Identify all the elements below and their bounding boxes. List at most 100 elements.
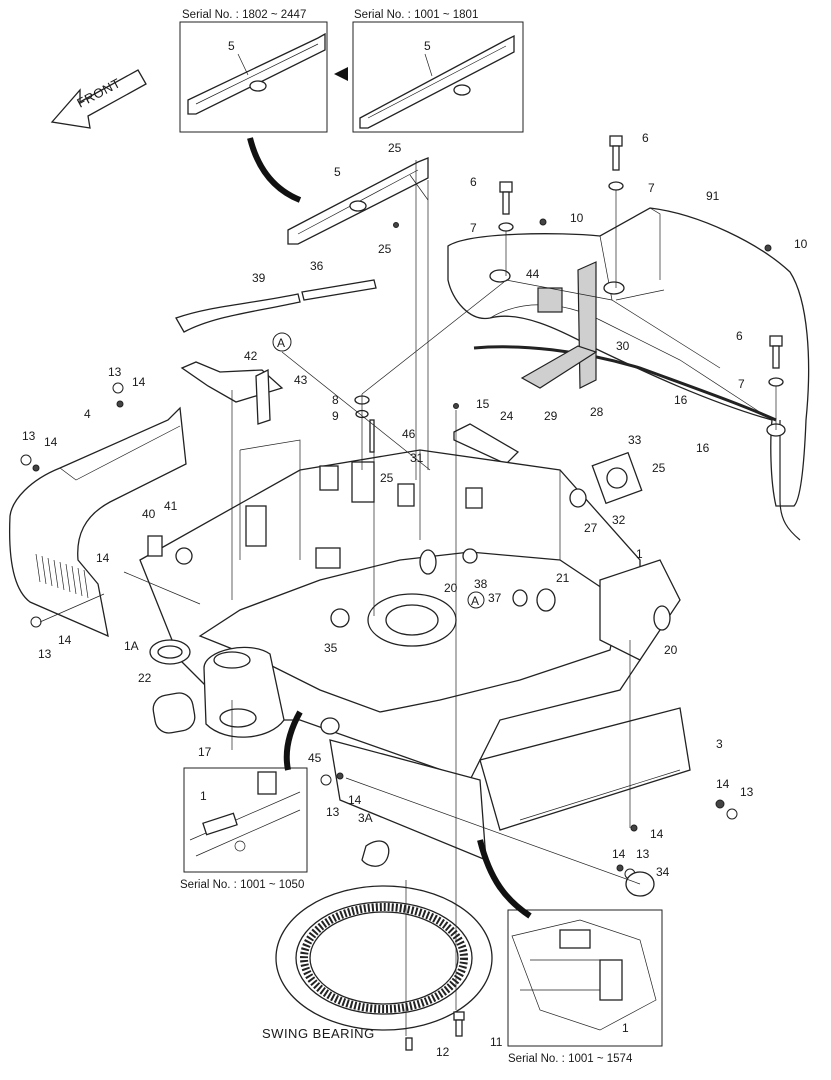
part-label-42: 42 <box>244 349 258 363</box>
part-43-bracket <box>255 368 271 425</box>
part-31-bracket <box>397 483 415 507</box>
part-label-38: 38 <box>474 577 488 591</box>
screw-14-f <box>630 824 638 832</box>
part-label-46: 46 <box>402 427 416 441</box>
screw-14-b <box>32 464 40 472</box>
serial-caption-top-right: Serial No. : 1001 ~ 1801 <box>354 9 478 21</box>
part-24-bracket <box>453 423 520 465</box>
inset-box-top-left <box>179 21 328 133</box>
front-arrow-icon <box>50 69 147 129</box>
part-label-3: 3 <box>716 737 723 751</box>
part-label-37: 37 <box>488 591 502 605</box>
part-label-36: 36 <box>310 259 324 273</box>
part-label-14-e: 14 <box>716 777 730 791</box>
part-label-6-c: 6 <box>736 329 743 343</box>
part-35-grommet <box>330 608 350 628</box>
part-label-14-a: 14 <box>132 375 146 389</box>
part-label-39: 39 <box>252 271 266 285</box>
part-label-13-d: 13 <box>740 785 754 799</box>
part-label-44: 44 <box>526 267 540 281</box>
callout-a-frame <box>467 591 485 609</box>
part-45-grommet <box>320 717 340 735</box>
curve-arrow-bottom-right <box>477 839 532 919</box>
serial-caption-bottom-left: Serial No. : 1001 ~ 1050 <box>180 879 304 891</box>
screw-14-h <box>336 772 344 780</box>
part-label-7-a: 7 <box>470 221 477 235</box>
part-label-30: 30 <box>616 339 630 353</box>
inset-box-bottom-left <box>183 767 308 873</box>
part-3a-cover <box>361 840 390 867</box>
part-label-13-a: 13 <box>108 365 122 379</box>
part-91-counterweight <box>447 207 810 541</box>
part-label-5: 5 <box>334 165 341 179</box>
cap-13-a <box>112 382 124 394</box>
arrow-triangle-icon <box>334 67 348 81</box>
screw-14-g <box>616 864 624 872</box>
part-label-11: 11 <box>490 1035 503 1049</box>
part-label-91: 91 <box>706 189 720 203</box>
curve-arrow-top <box>247 137 302 203</box>
leader-lines <box>39 160 665 1036</box>
part-label-1-inset-left: 1 <box>200 789 207 803</box>
part-38-grommet <box>419 549 437 575</box>
part-4-side-cover <box>8 406 187 638</box>
washer-7-b <box>608 181 624 191</box>
part-label-14-b: 14 <box>44 435 58 449</box>
part-21-grommet <box>536 588 556 612</box>
part-label-7-c: 7 <box>738 377 745 391</box>
part-label-15: 15 <box>476 397 490 411</box>
part-label-17: 17 <box>198 745 212 759</box>
callout-a-top <box>272 332 292 352</box>
part-38-bushing <box>462 548 478 564</box>
part-label-5-inset-left: 5 <box>228 39 235 53</box>
part-label-1: 1 <box>636 547 643 561</box>
part-label-13-b: 13 <box>22 429 36 443</box>
part-label-14-h: 14 <box>348 793 362 807</box>
cap-13-d <box>726 808 738 820</box>
part-label-41: 41 <box>164 499 178 513</box>
part-37-grommet <box>512 589 528 607</box>
bolt-25 <box>393 222 399 228</box>
pin-46 <box>369 419 375 453</box>
part-label-6-a: 6 <box>470 175 477 189</box>
bolt-6-b <box>609 135 623 171</box>
part-label-13-e: 13 <box>636 847 650 861</box>
part-label-32: 32 <box>612 513 626 527</box>
callout-a-frame-label: A <box>471 594 479 608</box>
part-label-7-b: 7 <box>648 181 655 195</box>
part-20-grommet <box>653 605 671 631</box>
screw-14-a <box>116 400 124 408</box>
part-label-10-b: 10 <box>794 237 808 251</box>
part-label-33: 33 <box>628 433 642 447</box>
part-5-bracket <box>287 157 429 245</box>
inset-box-bottom-right <box>507 909 663 1047</box>
part-label-25-top: 25 <box>388 141 402 155</box>
part-label-1-inset-right: 1 <box>622 1021 629 1035</box>
part-label-24: 24 <box>500 409 514 423</box>
part-label-8: 8 <box>332 393 339 407</box>
part-label-22: 22 <box>138 671 152 685</box>
washer-7-c <box>768 377 784 387</box>
part-39-rail <box>175 293 301 333</box>
part-label-13-f: 13 <box>326 805 340 819</box>
swing-bearing-label: SWING BEARING <box>262 1026 375 1041</box>
part-label-16-a: 16 <box>674 393 688 407</box>
screw-10-a <box>539 218 547 226</box>
part-label-4: 4 <box>84 407 91 421</box>
washer-7-a <box>498 222 514 232</box>
part-label-13-c: 13 <box>38 647 52 661</box>
part-27-grommet <box>569 488 587 508</box>
part-label-12: 12 <box>436 1045 450 1059</box>
part-41-grommet <box>175 547 193 565</box>
part-label-20-right: 20 <box>664 643 678 657</box>
part-label-3a: 3A <box>358 811 373 825</box>
part-label-10-a: 10 <box>570 211 584 225</box>
swing-bearing-ring <box>275 885 493 1031</box>
part-label-21: 21 <box>556 571 570 585</box>
callout-a-top-label: A <box>277 336 285 350</box>
part-44-block <box>537 287 563 313</box>
part-label-20-mid: 20 <box>444 581 458 595</box>
part-label-31: 31 <box>410 451 424 465</box>
